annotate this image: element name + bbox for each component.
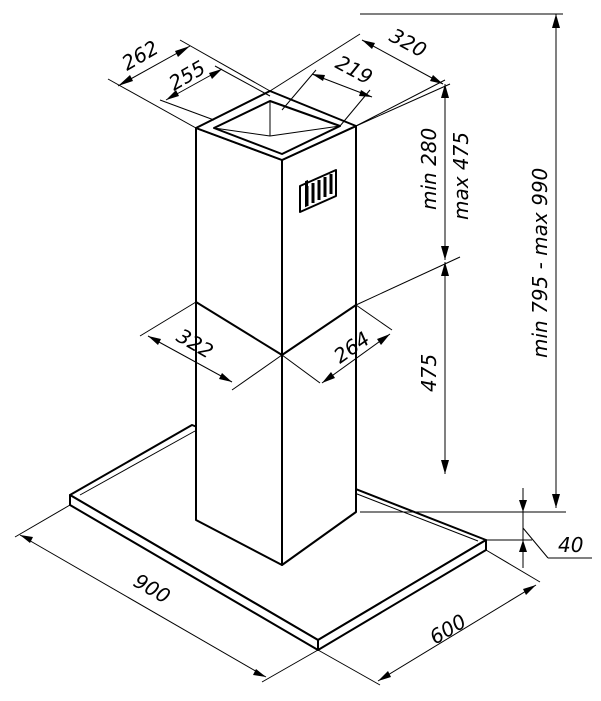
dim-upper-max-label: max 475 [449, 132, 473, 220]
vertical-dimensions: min 280 max 475 475 min 795 - max 990 40 [355, 13, 592, 568]
dim-262-label: 262 [118, 35, 163, 75]
chimney-joint-front [195, 301, 283, 356]
dim-thickness-label: 40 [558, 533, 583, 557]
dim-line-600 [377, 584, 537, 682]
chimney-joint-side [281, 304, 357, 356]
chimney [195, 90, 357, 566]
dim-lower-chimney-label: 475 [417, 354, 441, 392]
dim-line-900 [19, 534, 267, 678]
vent-grille-icon [299, 169, 337, 213]
dim-line-322 [147, 335, 233, 383]
dim-600-label: 600 [425, 609, 470, 649]
dim-line-320 [361, 39, 444, 85]
dim-upper-min-label: min 280 [417, 128, 441, 210]
dim-219-label: 219 [332, 50, 377, 89]
bottom-dimensions: 900 600 [14, 504, 541, 686]
dim-line-264 [321, 333, 391, 384]
dim-overall-label: min 795 - max 990 [528, 168, 552, 358]
dim-255-label: 255 [165, 55, 210, 95]
